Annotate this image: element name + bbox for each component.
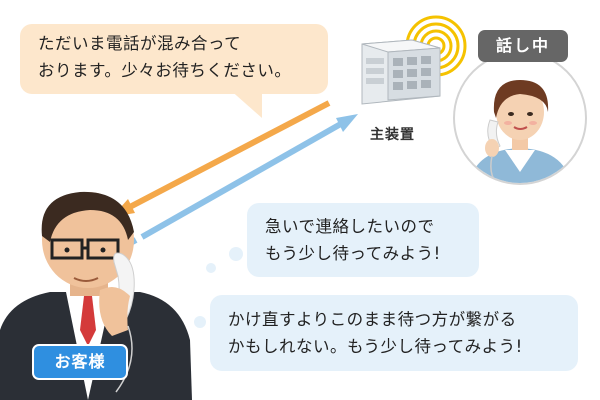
main-unit-label: 主装置 [370,127,415,143]
customer-thought-bubble-1: 急いで連絡したいので もう少し待ってみよう! [247,203,479,277]
announcement-line-2: おります。少々お待ちください。 [38,61,292,80]
operator-bubble-tail [228,88,262,118]
operator-avatar-icon [453,51,587,185]
busy-status-badge: 話し中 [478,30,568,62]
thought2-line-2: かもしれない。もう少し待ってみよう! [228,337,523,356]
customer-badge: お客様 [32,344,128,380]
thought1-line-1: 急いで連絡したいので [265,217,435,236]
announcement-line-1: ただいま電話が混み合って [38,34,242,53]
thought2-line-1: かけ直すよりこのまま待つ方が繋がる [228,310,517,329]
operator-announcement-bubble: ただいま電話が混み合って おります。少々お待ちください。 [20,24,328,94]
pbx-unit-icon [361,39,441,105]
customer-thought-bubble-2: かけ直すよりこのまま待つ方が繋がる かもしれない。もう少し待ってみよう! [210,295,578,371]
orange-arrow [112,100,331,217]
thought1-line-2: もう少し待ってみよう! [265,244,441,263]
thought-dots [174,247,243,337]
